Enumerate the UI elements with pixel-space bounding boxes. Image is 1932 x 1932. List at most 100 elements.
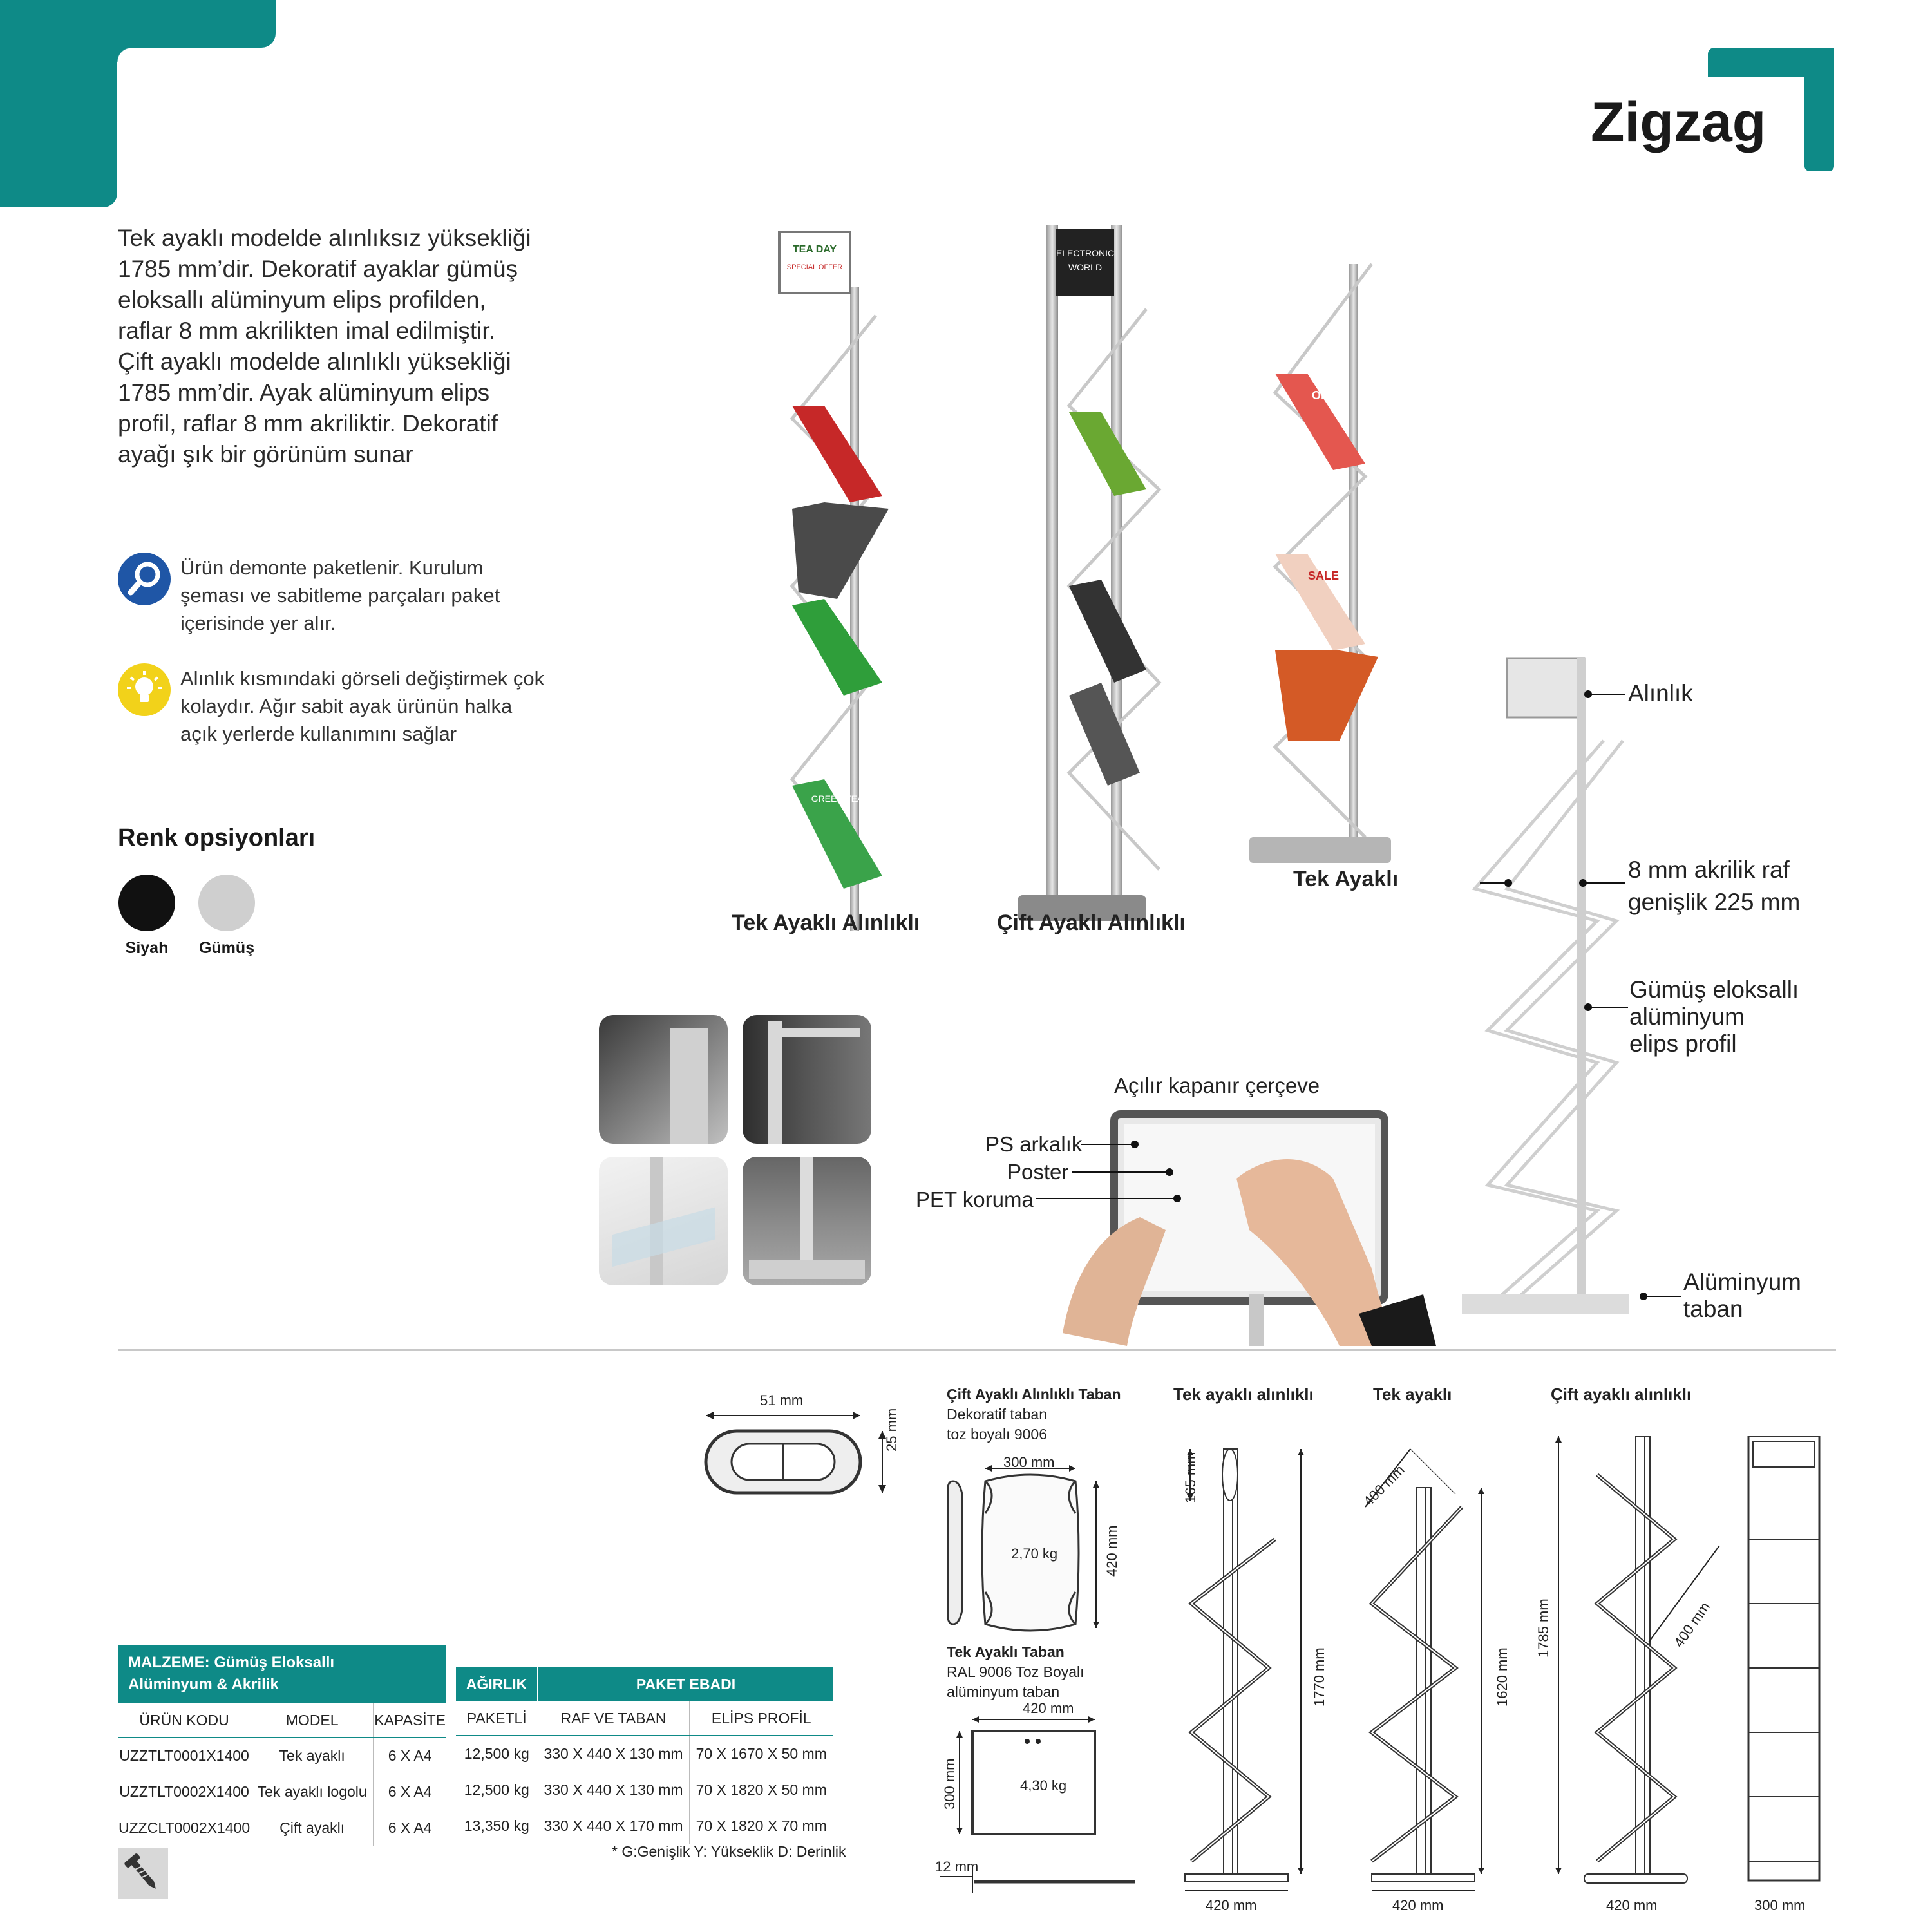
callout-line bbox=[1583, 882, 1625, 884]
base-single-sub: alüminyum taban bbox=[947, 1683, 1060, 1700]
book-text-off: OFF bbox=[1312, 389, 1335, 402]
group-header-package: PAKET EBADI bbox=[538, 1667, 833, 1701]
callout-line bbox=[1081, 1144, 1133, 1145]
note-packaging: Ürün demonte paketlenir. Kurulum şeması … bbox=[180, 554, 592, 637]
elips-profile-drawing bbox=[704, 1412, 886, 1495]
book-text-sale: SALE bbox=[1308, 569, 1339, 582]
note-line: Alınlık kısmındaki görseli değiştirmek ç… bbox=[180, 667, 545, 690]
drawing-1-base: 420 mm bbox=[1206, 1897, 1257, 1913]
callout-cerceve: Açılır kapanır çerçeve bbox=[1114, 1074, 1320, 1097]
callout-raf: 8 mm akrilik raf genişlik 225 mm bbox=[1628, 854, 1800, 918]
cell: 70 X 1670 X 50 mm bbox=[689, 1736, 833, 1772]
callout-taban-line: taban bbox=[1683, 1296, 1743, 1322]
cell: 12,500 kg bbox=[456, 1736, 538, 1772]
cell: 330 X 440 X 130 mm bbox=[538, 1736, 690, 1772]
detail-photo-base bbox=[743, 1157, 871, 1285]
callout-dot bbox=[1504, 879, 1512, 887]
drawing-3-base: 420 mm bbox=[1606, 1897, 1658, 1913]
callout-profil-line: alüminyum bbox=[1629, 1003, 1745, 1030]
base-double-width: 300 mm bbox=[1003, 1454, 1055, 1470]
cell: UZZTLT0002X1400 bbox=[118, 1774, 252, 1810]
drawing-1-height: 1770 mm bbox=[1311, 1647, 1327, 1707]
base-single-drawing bbox=[940, 1716, 1135, 1893]
table-row: 13,350 kg 330 X 440 X 170 mm 70 X 1820 X… bbox=[456, 1808, 833, 1844]
cell: UZZCLT0002X1400 bbox=[118, 1810, 252, 1846]
drawing-3-height: 1785 mm bbox=[1535, 1598, 1551, 1658]
cell: 6 X A4 bbox=[373, 1810, 446, 1846]
note-frame: Alınlık kısmındaki görseli değiştirmek ç… bbox=[180, 665, 618, 748]
callout-profil: Gümüş eloksallı alüminyum elips profil bbox=[1629, 976, 1799, 1057]
intro-line: 1785 mm’dir. Ayak alüminyum elips bbox=[118, 379, 490, 406]
col-header: RAF VE TABAN bbox=[538, 1701, 690, 1736]
lightbulb-icon bbox=[118, 663, 171, 716]
cell: Tek ayaklı bbox=[251, 1738, 374, 1774]
poster-text-2b: WORLD bbox=[1068, 262, 1102, 272]
base-double-info: Çift Ayaklı Alınlıklı Taban Dekoratif ta… bbox=[947, 1385, 1121, 1444]
magnifier-icon bbox=[118, 553, 171, 605]
callout-taban-line: Alüminyum bbox=[1683, 1269, 1801, 1295]
cell: UZZTLT0001X1400 bbox=[118, 1738, 252, 1774]
base-double-weight: 2,70 kg bbox=[1011, 1546, 1058, 1562]
callout-profil-line: elips profil bbox=[1629, 1030, 1737, 1057]
col-header: PAKETLİ bbox=[456, 1701, 538, 1736]
base-double-title: Çift Ayaklı Alınlıklı Taban bbox=[947, 1386, 1121, 1403]
cell: 330 X 440 X 130 mm bbox=[538, 1772, 690, 1808]
poster-text-1b: SPECIAL OFFER bbox=[787, 263, 842, 271]
corner-decor-top-left-bar bbox=[117, 0, 276, 48]
color-swatch-black[interactable] bbox=[118, 875, 175, 931]
callout-alinlik: Alınlık bbox=[1628, 680, 1693, 706]
technical-drawing-2 bbox=[1365, 1448, 1484, 1891]
drawing-2-base: 420 mm bbox=[1392, 1897, 1444, 1913]
poster-text-2: ELECTRONIC bbox=[1056, 248, 1114, 258]
cell: 6 X A4 bbox=[373, 1738, 446, 1774]
color-swatch-silver[interactable] bbox=[198, 875, 255, 931]
callout-poster: Poster bbox=[1007, 1160, 1069, 1184]
cell: 330 X 440 X 170 mm bbox=[538, 1808, 690, 1844]
base-double-sub: Dekoratif taban bbox=[947, 1406, 1047, 1423]
caption-cift-ayakli-alinlikli: Çift Ayaklı Alınlıklı bbox=[997, 911, 1186, 935]
callout-dot bbox=[1166, 1168, 1173, 1176]
product-cift-ayakli-alinlikli: ELECTRONIC WORLD bbox=[1018, 225, 1162, 921]
intro-line: 1785 mm’dir. Dekoratif ayaklar gümüş bbox=[118, 256, 518, 282]
cell: 70 X 1820 X 50 mm bbox=[689, 1772, 833, 1808]
cell: Çift ayaklı bbox=[251, 1810, 374, 1846]
color-label-silver: Gümüş bbox=[198, 939, 255, 957]
callout-pet: PET koruma bbox=[916, 1188, 1034, 1211]
drawing-1-top: 165 mm bbox=[1182, 1452, 1198, 1503]
product-tek-ayakli: OFF SALE bbox=[1249, 263, 1391, 863]
callout-raf-line: 8 mm akrilik raf bbox=[1628, 857, 1790, 883]
table-row: UZZCLT0002X1400 Çift ayaklı 6 X A4 bbox=[118, 1810, 446, 1846]
col-header: KAPASİTE bbox=[373, 1703, 446, 1738]
base-single-height: 300 mm bbox=[942, 1758, 958, 1810]
base-double-sub: toz boyalı 9006 bbox=[947, 1426, 1048, 1443]
book-text-green: GREEN TEA bbox=[811, 793, 864, 804]
drawing-2-height: 1620 mm bbox=[1494, 1647, 1510, 1707]
product-callout-drawing bbox=[1462, 657, 1629, 1314]
base-double-height: 420 mm bbox=[1104, 1525, 1120, 1577]
product-tek-ayakli-alinlikli: TEA DAY SPECIAL OFFER GREEN TEA bbox=[778, 231, 889, 931]
poster-text-1: TEA DAY bbox=[793, 244, 837, 255]
table-row: 12,500 kg 330 X 440 X 130 mm 70 X 1820 X… bbox=[456, 1772, 833, 1808]
detail-photo-frame-open bbox=[599, 1015, 728, 1144]
intro-line: raflar 8 mm akrilikten imal edilmiştir. bbox=[118, 317, 495, 344]
table-row: 12,500 kg 330 X 440 X 130 mm 70 X 1670 X… bbox=[456, 1736, 833, 1772]
base-single-weight: 4,30 kg bbox=[1020, 1777, 1067, 1794]
cell: 12,500 kg bbox=[456, 1772, 538, 1808]
note-line: açık yerlerde kullanımını sağlar bbox=[180, 723, 457, 745]
base-single-sub: RAL 9006 Toz Boyalı bbox=[947, 1663, 1084, 1680]
corner-decor-top-right-v bbox=[1804, 48, 1834, 171]
base-single-info: Tek Ayaklı Taban RAL 9006 Toz Boyalı alü… bbox=[947, 1642, 1084, 1702]
cell: 13,350 kg bbox=[456, 1808, 538, 1844]
callout-raf-line: genişlik 225 mm bbox=[1628, 889, 1801, 915]
drawing-title-1: Tek ayaklı alınlıklı bbox=[1173, 1385, 1314, 1404]
detail-photo-acrylic-shelf bbox=[599, 1157, 728, 1285]
corner-decor-top-left bbox=[0, 0, 117, 207]
caption-tek-ayakli-alinlikli: Tek Ayaklı Alınlıklı bbox=[732, 911, 920, 935]
col-header: MODEL bbox=[251, 1703, 374, 1738]
base-double-drawing bbox=[947, 1465, 1099, 1632]
intro-line: profil, raflar 8 mm akriliktir. Dekorati… bbox=[118, 410, 498, 437]
drawing-3-base2: 300 mm bbox=[1754, 1897, 1806, 1913]
page-title: Zigzag bbox=[1591, 91, 1766, 153]
cell: 70 X 1820 X 70 mm bbox=[689, 1808, 833, 1844]
callout-line bbox=[1588, 1007, 1628, 1008]
